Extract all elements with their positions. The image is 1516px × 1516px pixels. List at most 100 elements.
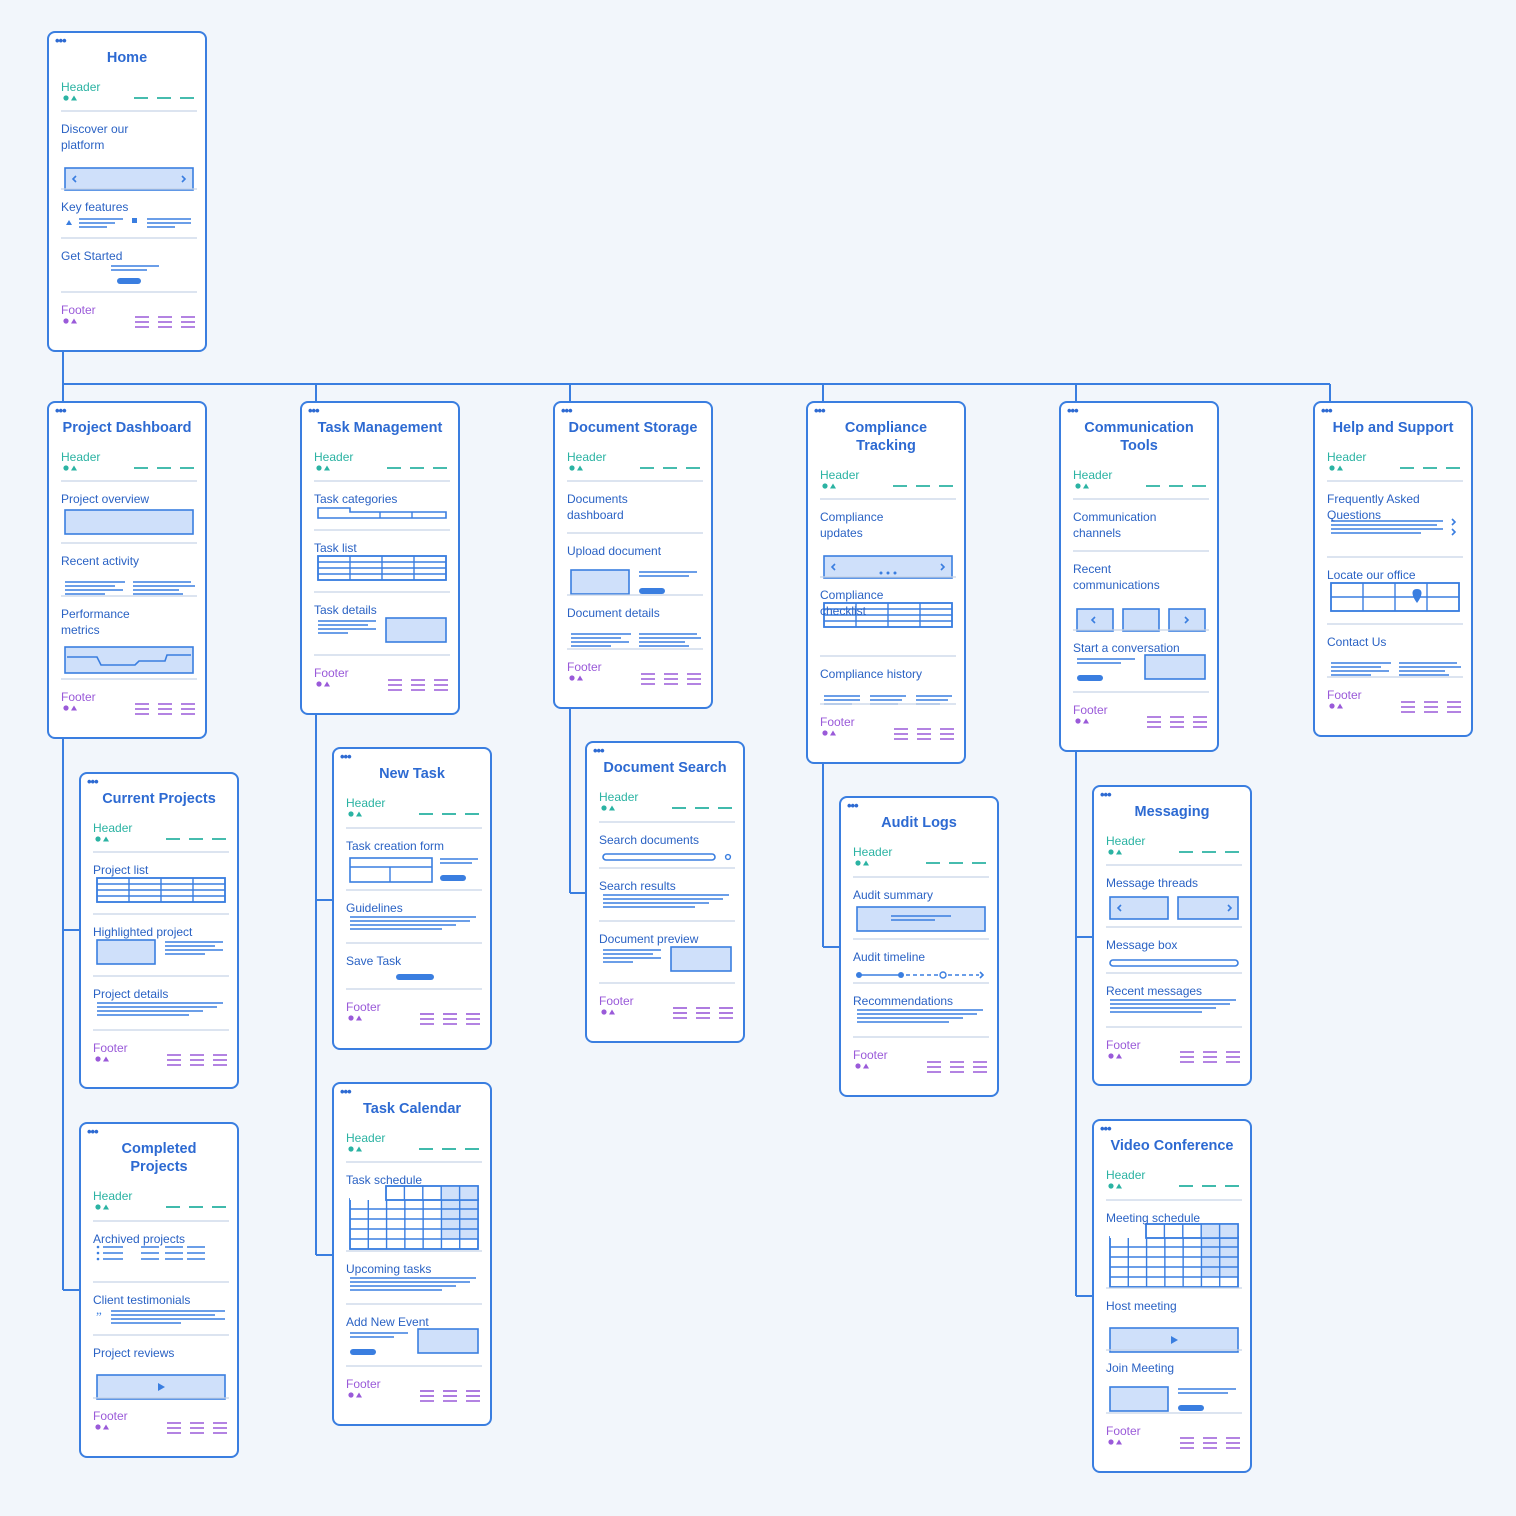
chevron-right-icon: [979, 971, 985, 979]
section-label: Save Task: [346, 954, 402, 968]
section-label: Project list: [93, 863, 149, 877]
wireframe-graphics: [93, 836, 229, 1066]
triangle-shape-icon: [609, 1009, 615, 1015]
section-tabs: [317, 507, 447, 519]
triangle-shape-icon: [1337, 465, 1343, 471]
wireframe-graphics: [314, 465, 450, 691]
search-input: [602, 853, 716, 861]
section-label-line: updates: [820, 526, 863, 540]
section-header: [855, 860, 986, 866]
section-label: Task categories: [314, 492, 398, 506]
play-icon: [158, 1383, 165, 1391]
section-label: Search documents: [599, 833, 700, 847]
highlight-cell: [459, 1186, 478, 1200]
window-dots-icon: •••: [55, 403, 67, 418]
circle-shape-icon: [95, 1204, 101, 1210]
section-footer: [348, 1013, 480, 1025]
section-footer: [316, 679, 448, 691]
wireframe-graphics: [61, 95, 197, 328]
section-header: [63, 95, 194, 101]
section-text: [350, 1277, 476, 1291]
section-header: [316, 465, 447, 471]
highlight-cell: [441, 1219, 460, 1229]
detail-image: [670, 946, 732, 972]
timeline-node: [939, 971, 947, 979]
section-image: [64, 509, 194, 535]
upload-button: [639, 588, 665, 594]
section-carousel-dots: [823, 555, 953, 579]
triangle-shape-icon: [830, 483, 836, 489]
section-header-label: Header: [567, 450, 607, 464]
section-text2: [571, 633, 701, 647]
section-header-label: Header: [61, 450, 101, 464]
section-video: [1109, 1327, 1239, 1353]
circle-shape-icon: [601, 1009, 607, 1015]
carousel: [823, 555, 953, 579]
section-header-label: Header: [346, 1131, 386, 1145]
page-title-line: Completed: [121, 1141, 197, 1157]
section-footer-label: Footer: [1106, 1424, 1141, 1438]
circle-shape-icon: [95, 1056, 101, 1062]
page-title: Project Dashboard: [62, 420, 192, 436]
page-title: Audit Logs: [881, 815, 957, 831]
section-text-image: [603, 946, 732, 972]
highlight-cell: [441, 1229, 460, 1239]
window-dots-icon: •••: [1100, 1121, 1112, 1136]
project-image: [96, 939, 156, 965]
section-label: Message box: [1106, 938, 1178, 952]
section-header-label: Header: [853, 845, 893, 859]
section-label-line: Questions: [1327, 508, 1382, 522]
chevron-up-icon: [1451, 528, 1457, 536]
section-label: Upload document: [567, 544, 662, 558]
section-header: [63, 465, 194, 471]
section-header: [1108, 849, 1239, 855]
section-label: Audit timeline: [853, 950, 926, 964]
section-faq: [1331, 518, 1457, 536]
triangle-shape-icon: [1083, 483, 1089, 489]
highlight-cell: [1219, 1267, 1238, 1277]
side-image: [1144, 654, 1206, 680]
section-header: [348, 811, 479, 817]
table-border: [1145, 1223, 1239, 1239]
section-footer: [569, 673, 701, 685]
circle-shape-icon: [63, 318, 69, 324]
section-image-text-btn: [570, 569, 697, 595]
triangle-shape-icon: [356, 1392, 362, 1398]
page-title-line: Tracking: [856, 438, 916, 454]
feature-icon: [66, 220, 72, 225]
section-header: [95, 836, 226, 842]
bullet-icon: [96, 1245, 100, 1249]
circle-shape-icon: [316, 681, 322, 687]
section-image-text: [96, 939, 223, 965]
circle-shape-icon: [95, 836, 101, 842]
section-footer: [63, 703, 195, 715]
highlight-cell: [441, 1199, 460, 1209]
highlight-cell: [1219, 1237, 1238, 1247]
section-footer-label: Footer: [1073, 703, 1108, 717]
section-text-btn-image: [1077, 654, 1206, 681]
section-button: [396, 974, 434, 980]
carousel-dot: [886, 571, 890, 575]
wireframe-graphics: [1327, 465, 1463, 713]
highlight-cell: [1201, 1237, 1220, 1247]
section-label-line: Performance: [61, 607, 130, 621]
section-label: Highlighted project: [93, 925, 193, 939]
chevron-right-icon: [1184, 616, 1190, 624]
carousel-card: [1076, 608, 1114, 632]
section-search: [602, 853, 732, 861]
